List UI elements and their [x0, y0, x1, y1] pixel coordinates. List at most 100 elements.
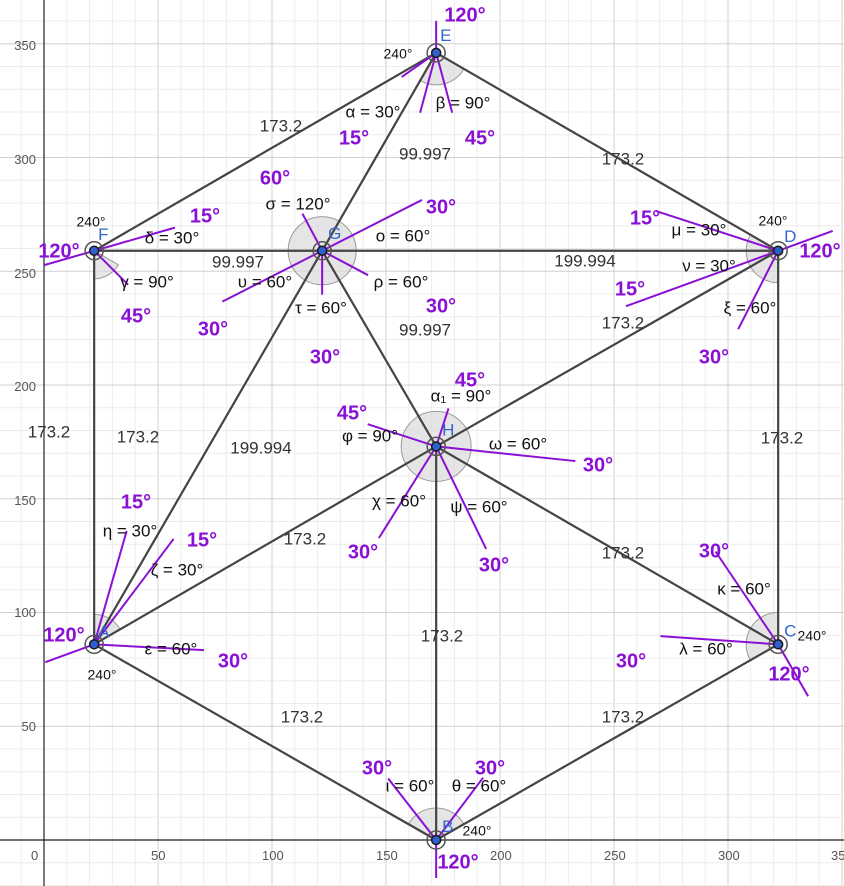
x-tick-label: 100 — [262, 848, 284, 863]
angle-sum-label: 240° — [77, 214, 106, 230]
x-tick-label: 50 — [151, 848, 165, 863]
segment-ef — [93, 51, 437, 252]
y-tick-label: 250 — [14, 266, 36, 281]
purple-angle-label: 120° — [444, 4, 485, 26]
purple-ray — [321, 199, 423, 252]
purple-angle-label: 30° — [348, 541, 378, 563]
purple-angle-label: 45° — [465, 127, 495, 149]
purple-ray — [93, 538, 175, 645]
angle-label: ν = 30° — [682, 256, 736, 275]
angle-label: κ = 60° — [717, 579, 771, 598]
purple-angle-label: 30° — [218, 650, 248, 672]
purple-ray — [401, 52, 437, 78]
points — [84, 43, 788, 850]
point-label-g: G — [328, 224, 341, 243]
purple-ray — [777, 643, 810, 697]
segment-length-label: 199.994 — [230, 438, 291, 457]
angle-sum-label: 240° — [798, 628, 827, 644]
point-ring-h — [426, 436, 446, 457]
angle-label: ξ = 60° — [724, 298, 777, 317]
segment-length-label: 199.994 — [554, 251, 615, 270]
purple-angle-label: 30° — [310, 346, 340, 368]
purple-angle-label: 15° — [339, 127, 369, 149]
segment-length-label: 173.2 — [281, 707, 324, 726]
angle-label: δ = 30° — [145, 228, 200, 247]
segment-ah — [93, 445, 437, 646]
y-tick-label: 100 — [14, 605, 36, 620]
purple-angle-label: 15° — [121, 491, 151, 513]
segment-dh — [435, 249, 779, 448]
segment-length-label: 173.2 — [602, 543, 645, 562]
purple-angle-label: 120° — [799, 240, 840, 262]
angle-label: α = 30° — [346, 102, 401, 121]
segment-gh — [321, 250, 438, 447]
point-label-c: C — [784, 621, 796, 640]
segment-de — [435, 51, 779, 252]
point-ring-b — [426, 830, 446, 850]
purple-angle-label: 120° — [768, 663, 809, 685]
point-label-f: F — [98, 225, 108, 244]
point-f — [88, 245, 100, 257]
point-d — [772, 245, 784, 257]
segment-length-label: 173.2 — [602, 707, 645, 726]
point-ring-a — [84, 634, 104, 655]
purple-ray — [435, 52, 454, 113]
angle-label: ε = 60° — [145, 639, 198, 658]
purple-ray — [714, 550, 779, 645]
y-tick-label: 200 — [14, 379, 36, 394]
angle-label: ι = 60° — [386, 776, 435, 795]
segment-ab — [93, 643, 437, 841]
purple-angle-label: 120° — [38, 240, 79, 262]
angle-label: α₁ = 90° — [431, 386, 492, 405]
purple-angle-label: 30° — [479, 554, 509, 576]
x-tick-label: 300 — [718, 848, 740, 863]
segment-length-label: 173.2 — [421, 626, 464, 645]
segment-length-label: 99.997 — [399, 144, 451, 163]
purple-angle-label: 30° — [426, 196, 456, 218]
point-ring-d — [768, 241, 788, 261]
x-tick-label: 200 — [490, 848, 512, 863]
angle-sum-label: 240° — [759, 213, 788, 229]
purple-angle-label: 15° — [187, 529, 217, 551]
purple-ray — [436, 445, 576, 463]
point-label-b: B — [442, 817, 453, 836]
purple-angle-label: 120° — [437, 851, 478, 873]
segment-eg — [321, 52, 438, 252]
segment-length-label: 99.997 — [399, 320, 451, 339]
purple-ray — [435, 445, 488, 550]
purple-angle-label: 60° — [260, 167, 290, 189]
purple-ray — [93, 530, 128, 645]
point-e — [430, 47, 442, 59]
segment-length-label: 173.2 — [284, 529, 327, 548]
purple-ray — [367, 423, 437, 448]
angle-label: υ = 60° — [238, 272, 292, 291]
purple-angle-label: 15° — [190, 205, 220, 227]
purple-ray — [44, 643, 95, 664]
purple-angle-label: 30° — [198, 318, 228, 340]
purple-angle-label: 45° — [337, 402, 367, 424]
purple-ray — [221, 249, 323, 303]
y-tick-label: 150 — [14, 493, 36, 508]
point-g — [316, 245, 328, 257]
purple-ray — [387, 777, 437, 841]
purple-ray — [435, 777, 484, 841]
point-label-a: A — [98, 622, 110, 641]
purple-angle-label: 15° — [630, 207, 660, 229]
y-tick-label: 300 — [14, 152, 36, 167]
point-b — [430, 834, 442, 846]
point-ring-f — [84, 241, 104, 261]
purple-ray — [301, 213, 324, 252]
point-ring-e — [426, 43, 446, 63]
segment-length-label: 173.2 — [117, 427, 160, 446]
purple-ray — [625, 249, 779, 308]
purple-ray — [93, 250, 129, 286]
purple-ray — [737, 250, 780, 330]
purple-ray — [656, 210, 779, 252]
segment-length-label: 173.2 — [602, 149, 645, 168]
angle-sum-label: 240° — [384, 46, 413, 62]
purple-ray — [93, 226, 176, 252]
angle-label: τ = 60° — [295, 298, 347, 317]
angle-label: ο = 60° — [376, 226, 431, 245]
